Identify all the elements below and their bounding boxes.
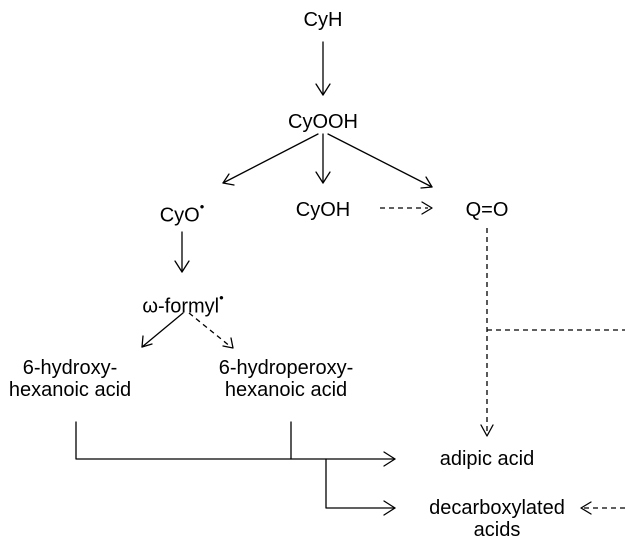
node-6-hydroperoxyhexanoic-acid: 6-hydroperoxy- hexanoic acid [218,357,354,401]
arrow-cyooh-to-cyo [222,133,319,184]
node-cyh: CyH [303,9,343,31]
node-adipic-acid: adipic acid [439,448,535,470]
arrowhead-right-to-decarboxylated [580,501,592,515]
arrowhead-cyo-to-formyl [174,260,190,273]
dashed-arrow-formyl-to-hydroperoxy [188,312,232,348]
node-cyooh: CyOOH [288,111,358,133]
node-cyoh: CyOH [295,199,351,221]
radical-dot: • [199,199,205,214]
radical-dot: • [219,290,224,305]
node-cyo-radical: CyO• [159,199,205,227]
arrow-formyl-to-hydroxy [141,312,184,348]
arrowhead-cyooh-to-qo [420,176,433,189]
arrowhead-to-decarboxylated [383,500,396,516]
arrowhead-formyl-to-hydroxy [141,335,153,348]
arrowhead-qo-to-adipic [480,424,494,437]
arrowhead-to-adipic [383,451,396,467]
node-omega-formyl-radical: ω-formyl• [142,290,224,318]
arrowhead-cyoh-to-qo [421,201,433,215]
arrowhead-cyooh-to-cyoh [315,171,331,184]
node-decarboxylated-acids: decarboxylated acids [429,497,565,541]
arrowhead-cyh-to-cyooh [315,83,331,96]
arrowhead-cyooh-to-cyo [222,173,235,186]
line-to-decarboxylated [325,458,396,509]
arrowhead-formyl-to-hydroperoxy [222,337,234,349]
node-6-hydroxyhexanoic-acid: 6-hydroxy- hexanoic acid [8,357,132,401]
arrow-cyooh-to-qo [327,133,433,188]
node-q-o: Q=O [465,199,509,221]
line-hydroxy-down [75,421,396,460]
